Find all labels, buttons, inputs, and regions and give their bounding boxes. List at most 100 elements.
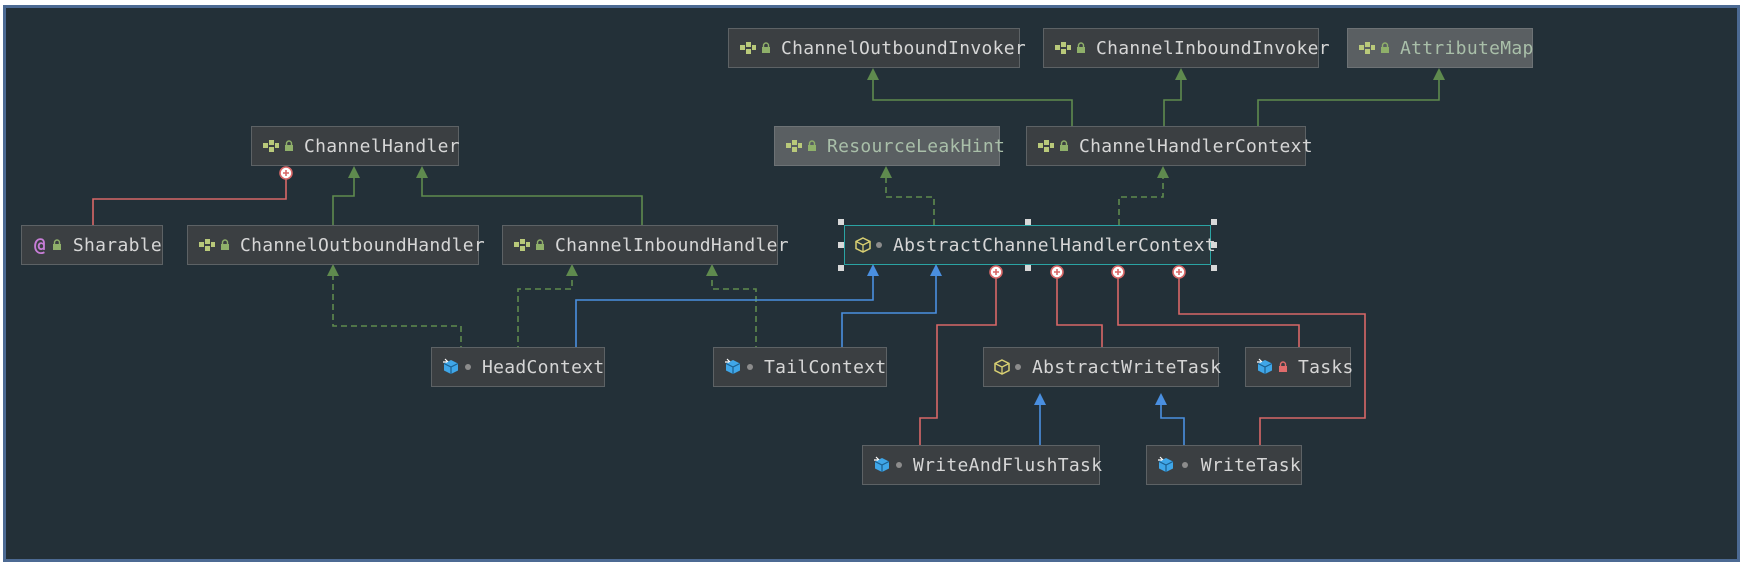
node-attribute-map[interactable]: AttributeMap — [1347, 28, 1533, 68]
inner-class-marker — [1050, 265, 1064, 279]
interface-icon — [785, 136, 803, 156]
node-label: TailContext — [764, 356, 887, 378]
node-channel-handler-context[interactable]: ChannelHandlerContext — [1026, 126, 1313, 166]
node-label: AbstractWriteTask — [1032, 356, 1222, 378]
abstract-class-icon — [994, 357, 1010, 377]
uml-diagram — [92, 68, 1445, 448]
node-label: ChannelHandlerContext — [1079, 135, 1313, 157]
node-label: WriteAndFlushTask — [913, 454, 1103, 476]
node-channel-inbound-invoker[interactable]: ChannelInboundInvoker — [1043, 28, 1330, 68]
inner-class-marker — [279, 166, 293, 180]
selection-handle[interactable] — [1211, 265, 1217, 271]
edge-outbound-handler-to-channel-handler — [332, 176, 355, 225]
interface-icon — [1358, 38, 1376, 58]
edge-abstract-context-to-resource-leak-hint — [885, 176, 935, 225]
edge-context-to-attribute-map — [1257, 78, 1440, 128]
node-channel-outbound-handler[interactable]: ChannelOutboundHandler — [187, 225, 485, 265]
node-channel-handler[interactable]: ChannelHandler — [251, 126, 460, 166]
selection-handle[interactable] — [1211, 242, 1217, 248]
edge-inbound-handler-to-channel-handler — [421, 176, 643, 225]
edge-sharable-inner-of-channel-handler — [92, 179, 287, 225]
node-channel-outbound-invoker[interactable]: ChannelOutboundInvoker — [728, 28, 1026, 68]
package-dot-icon — [1014, 359, 1022, 375]
arrowhead — [348, 166, 360, 178]
arrowhead — [867, 68, 879, 80]
inner-class-marker — [1172, 265, 1186, 279]
arrowhead — [1034, 393, 1046, 405]
interface-icon — [1037, 136, 1055, 156]
package-dot-icon — [746, 359, 754, 375]
node-label: Tasks — [1298, 356, 1354, 378]
edge-head-to-outbound-handler — [332, 274, 462, 352]
node-tasks[interactable]: Tasks — [1245, 347, 1354, 387]
arrowhead — [706, 264, 718, 276]
selection-handle[interactable] — [838, 219, 844, 225]
arrowhead — [867, 264, 879, 276]
edge-tail-to-abstract-context — [841, 274, 937, 352]
edge-head-to-abstract-context — [575, 274, 874, 352]
class-icon — [724, 357, 742, 377]
inner-class-marker — [989, 265, 1003, 279]
public-lock-icon — [535, 237, 545, 253]
selection-handle[interactable] — [838, 265, 844, 271]
interface-icon — [513, 235, 531, 255]
node-channel-inbound-handler[interactable]: ChannelInboundHandler — [502, 225, 789, 265]
package-dot-icon — [875, 237, 883, 253]
arrowhead — [1155, 393, 1167, 405]
public-lock-icon — [220, 237, 230, 253]
edge-write-task-to-abstract-write-task — [1160, 404, 1185, 448]
inner-class-marker — [1111, 265, 1125, 279]
class-icon — [442, 357, 460, 377]
arrowhead — [416, 166, 428, 178]
selection-handle[interactable] — [838, 242, 844, 248]
edge-context-to-inbound-invoker — [1163, 78, 1182, 128]
public-lock-icon — [284, 138, 294, 154]
node-label: AbstractChannelHandlerContext — [893, 234, 1216, 256]
interface-icon — [739, 38, 757, 58]
package-dot-icon — [895, 457, 903, 473]
node-label: WriteTask — [1200, 454, 1301, 476]
arrowhead — [1157, 166, 1169, 178]
class-icon — [873, 455, 891, 475]
package-dot-icon — [464, 359, 472, 375]
edge-tail-to-inbound-handler — [711, 274, 757, 352]
relationship-edges — [92, 68, 1445, 448]
arrowhead — [1433, 68, 1445, 80]
public-lock-icon — [1380, 40, 1390, 56]
arrowhead — [930, 264, 942, 276]
edge-context-to-outbound-invoker — [872, 78, 1073, 128]
package-dot-icon — [1179, 457, 1191, 473]
node-label: ChannelInboundHandler — [555, 234, 789, 256]
node-label: ChannelInboundInvoker — [1096, 37, 1330, 59]
public-lock-icon — [1059, 138, 1069, 154]
node-label: ChannelOutboundHandler — [240, 234, 486, 256]
interface-icon — [1054, 38, 1072, 58]
node-write-task[interactable]: WriteTask — [1146, 445, 1302, 485]
node-head-context[interactable]: HeadContext — [431, 347, 605, 387]
node-tail-context[interactable]: TailContext — [713, 347, 887, 387]
node-label: ResourceLeakHint — [827, 135, 1006, 157]
selection-handle[interactable] — [1025, 265, 1031, 271]
diagram-frame: ChannelOutboundInvoker ChannelInboundInv… — [3, 5, 1740, 562]
annotation-icon: @ — [34, 234, 46, 256]
public-lock-icon — [807, 138, 817, 154]
abstract-class-icon — [855, 235, 871, 255]
node-write-and-flush-task[interactable]: WriteAndFlushTask — [862, 445, 1103, 485]
selection-handle[interactable] — [1211, 219, 1217, 225]
edge-write-and-flush-inner — [919, 278, 997, 448]
node-abstract-write-task[interactable]: AbstractWriteTask — [983, 347, 1222, 387]
interface-icon — [262, 136, 280, 156]
node-resource-leak-hint[interactable]: ResourceLeakHint — [774, 126, 1005, 166]
private-lock-icon — [1278, 359, 1288, 375]
interface-icon — [198, 235, 216, 255]
node-label: ChannelHandler — [304, 135, 460, 157]
selection-handle[interactable] — [1025, 219, 1031, 225]
node-label: AttributeMap — [1400, 37, 1534, 59]
arrowhead — [327, 264, 339, 276]
node-sharable[interactable]: @ Sharable — [21, 225, 163, 265]
public-lock-icon — [1076, 40, 1086, 56]
node-label: ChannelOutboundInvoker — [781, 37, 1027, 59]
node-abstract-channel-handler-context[interactable]: AbstractChannelHandlerContext — [844, 225, 1216, 265]
node-label: HeadContext — [482, 356, 605, 378]
public-lock-icon — [52, 237, 63, 253]
